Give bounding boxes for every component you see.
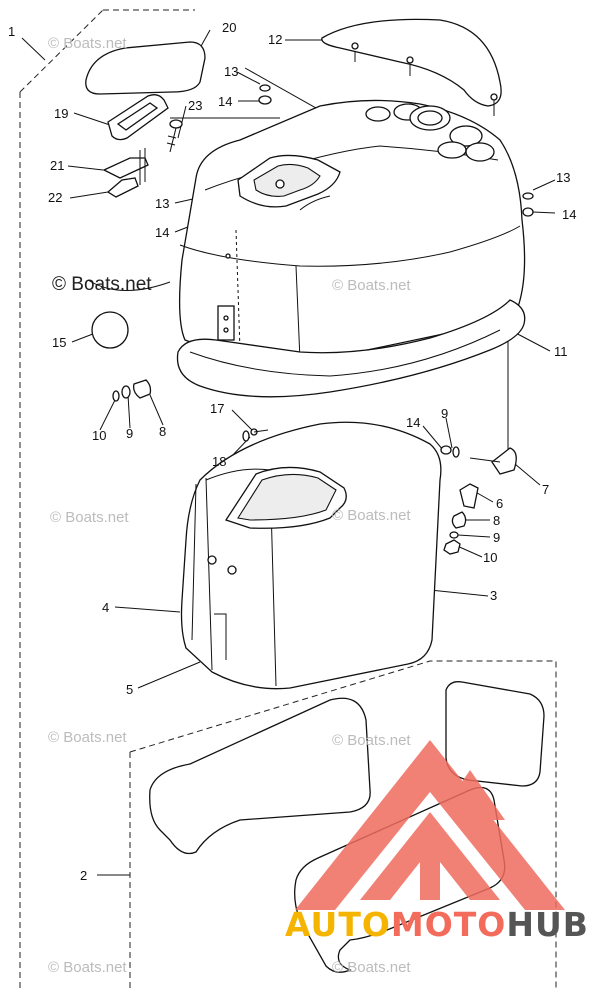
part-21-22-latch [102, 148, 149, 198]
watermark-prominent: © Boats.net [52, 274, 171, 295]
logo-triangle-outer [295, 740, 565, 910]
callout-17: 17 [210, 401, 224, 416]
logo-text-moto: MOTO [391, 905, 506, 944]
part-20-top-cap [85, 41, 206, 95]
svg-text:© Boats.net: © Boats.net [332, 277, 411, 294]
hardware-left [112, 379, 152, 402]
callout-13b: 13 [155, 196, 169, 211]
callout-12: 12 [268, 32, 282, 47]
callout-10b: 10 [483, 550, 497, 565]
hardware-nuts [258, 84, 534, 217]
callout-14b: 14 [155, 225, 169, 240]
callout-9b: 9 [441, 406, 448, 421]
callout-23: 23 [188, 98, 202, 113]
part-11-seal [176, 299, 526, 398]
callout-18: 18 [212, 454, 226, 469]
logo-text-hub: HUB [506, 905, 589, 944]
logo-text-auto: AUTO [285, 905, 391, 944]
callout-5: 5 [126, 682, 133, 697]
part-12-handle [321, 18, 502, 116]
callout-13a: 13 [224, 64, 238, 79]
svg-text:© Boats.net: © Boats.net [332, 959, 411, 976]
bottom-cowling [180, 421, 442, 690]
callout-7: 7 [542, 482, 549, 497]
callout-8a: 8 [159, 424, 166, 439]
svg-text:© Boats.net: © Boats.net [48, 729, 127, 746]
svg-text:© Boats.net: © Boats.net [48, 959, 127, 976]
top-cowling-body [178, 99, 526, 364]
svg-text:© Boats.net: © Boats.net [50, 509, 129, 526]
callout-15: 15 [52, 335, 66, 350]
brand-logo: AUTOMOTOHUB [285, 740, 589, 944]
svg-text:© Boats.net: © Boats.net [332, 507, 411, 524]
svg-text:© Boats.net: © Boats.net [52, 274, 152, 295]
logo-triangle-inner [360, 812, 500, 900]
callout-6: 6 [496, 496, 503, 511]
hardware-17-18 [242, 428, 269, 442]
callout-13c: 13 [556, 170, 570, 185]
part-23-screw [166, 119, 183, 153]
part-15-grommet [91, 311, 129, 349]
assembly-boundary [19, 9, 195, 988]
callout-8b: 8 [493, 513, 500, 528]
callout-11: 11 [554, 344, 568, 359]
callout-21: 21 [50, 158, 64, 173]
callout-14c: 14 [562, 207, 576, 222]
callout-2: 2 [80, 868, 87, 883]
callout-labels: 1 2 3 4 5 6 7 8 8 9 9 9 10 10 11 12 13 1… [8, 20, 576, 883]
callout-19: 19 [54, 106, 68, 121]
callout-10a: 10 [92, 428, 106, 443]
svg-text:AUTOMOTOHUB: AUTOMOTOHUB [285, 905, 589, 944]
callout-1: 1 [8, 24, 15, 39]
svg-text:© Boats.net: © Boats.net [332, 732, 411, 749]
decal-set-boundary [129, 660, 557, 988]
callout-3: 3 [490, 588, 497, 603]
callout-14d: 14 [406, 415, 420, 430]
part-19-gasket [107, 94, 169, 141]
callout-20: 20 [222, 20, 236, 35]
callout-22: 22 [48, 190, 62, 205]
callout-9c: 9 [493, 530, 500, 545]
callout-9a: 9 [126, 426, 133, 441]
svg-text:© Boats.net: © Boats.net [48, 35, 127, 52]
hardware-right [440, 445, 517, 555]
logo-triangle-mark [295, 740, 565, 910]
callout-4: 4 [102, 600, 109, 615]
callout-14a: 14 [218, 94, 232, 109]
watermark-faint-layer: © Boats.net © Boats.net © Boats.net © Bo… [48, 35, 411, 976]
